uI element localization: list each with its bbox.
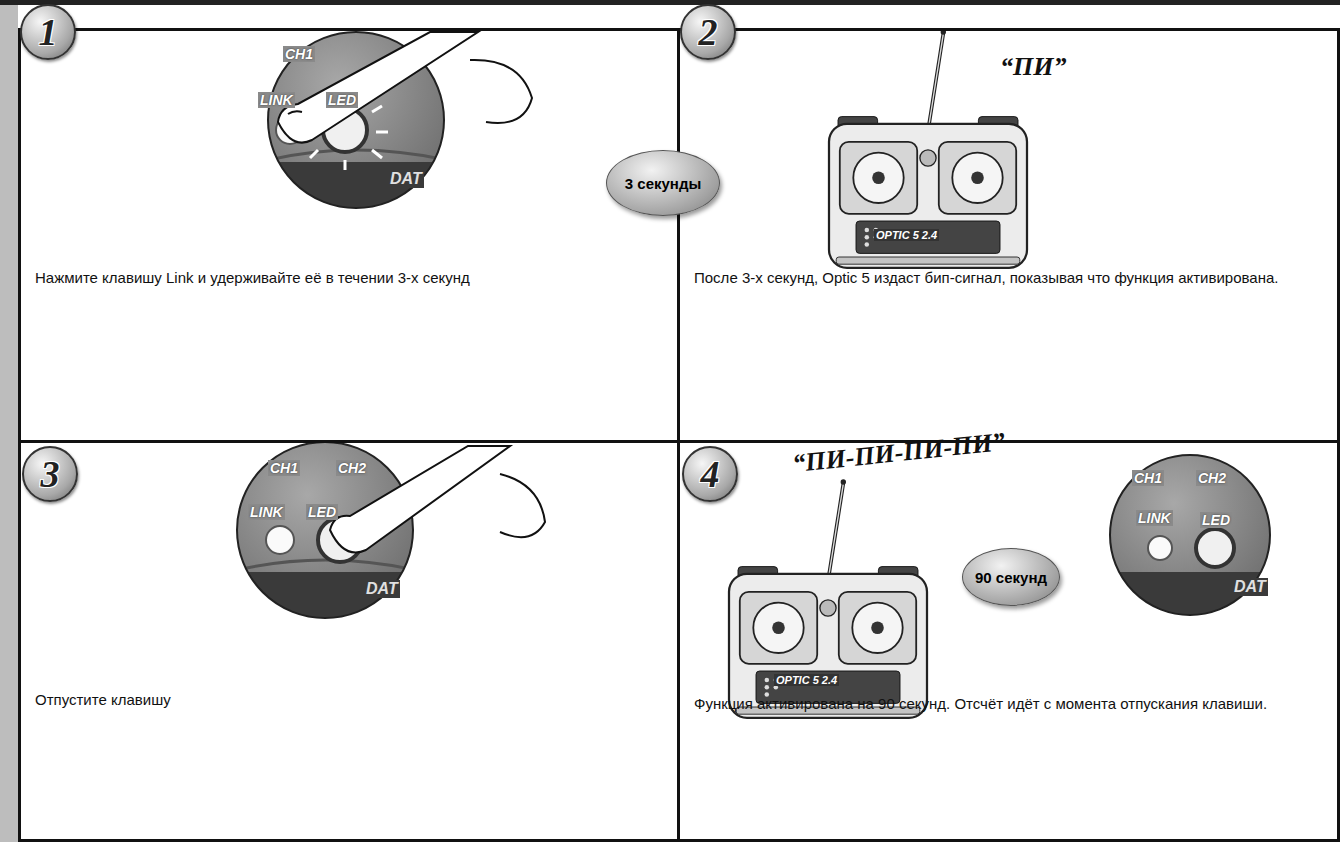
time-label: 3 секунды xyxy=(625,175,701,192)
panel-marking: LED xyxy=(326,92,358,108)
step-number: 1 xyxy=(20,4,76,60)
model-name: OPTIC 5 2.4 xyxy=(874,229,939,241)
panel-marking: LINK xyxy=(258,92,295,108)
step-panel: Отпустите клавишу 3 xyxy=(18,440,680,842)
finger xyxy=(330,446,545,553)
callout-number: 3 xyxy=(41,464,60,485)
panel-marking: LINK xyxy=(248,504,285,520)
step-panel: После 3-х секунд, Optic 5 издаст бип-сиг… xyxy=(677,28,1340,443)
panel-marking: LED xyxy=(306,504,338,520)
step-number: 4 xyxy=(682,446,738,502)
finger xyxy=(278,32,532,143)
callout-number: 4 xyxy=(701,464,720,485)
step-number: 2 xyxy=(680,4,736,60)
side-band xyxy=(0,0,18,842)
time-oval: 90 секунд xyxy=(962,548,1060,606)
step-caption: После 3-х секунд, Optic 5 издаст бип-сиг… xyxy=(694,267,1324,288)
beep-sound: “ПИ-ПИ-ПИ-ПИ” xyxy=(791,427,1007,479)
panel-marking: CH1 xyxy=(268,460,300,476)
button-zoom xyxy=(1100,455,1280,622)
time-oval: 3 секунды xyxy=(606,150,720,216)
step-panel: Нажмите клавишу Link и удерживайте её в … xyxy=(18,28,680,443)
panel-marking: DAT xyxy=(364,580,400,598)
time-label: 90 секунд xyxy=(975,567,1047,588)
top-bar xyxy=(0,0,1340,5)
panel-marking: CH1 xyxy=(283,46,315,62)
beep-sound: “ПИ” xyxy=(1000,52,1066,82)
step-caption: Отпустите клавишу xyxy=(35,689,655,710)
panel-marking: DAT xyxy=(1232,578,1268,596)
step-caption: Нажмите клавишу Link и удерживайте её в … xyxy=(35,267,655,288)
panel-marking: LINK xyxy=(1136,510,1173,526)
transmitter xyxy=(829,29,1027,268)
callout-number: 2 xyxy=(699,22,718,43)
step-number: 3 xyxy=(22,446,78,502)
panel-marking: LED xyxy=(1200,512,1232,528)
button-zoom xyxy=(230,442,430,632)
callout-number: 1 xyxy=(39,22,58,43)
panel-marking: DAT xyxy=(388,170,424,188)
model-name: OPTIC 5 2.4 xyxy=(774,674,839,686)
panel-marking: CH2 xyxy=(336,460,368,476)
panel-marking: CH1 xyxy=(1132,470,1164,486)
step-caption: Функция активирована на 90 секунд. Отсчё… xyxy=(694,693,1324,714)
step-panel: Функция активирована на 90 секунд. Отсчё… xyxy=(677,440,1340,842)
transmitter xyxy=(729,479,927,718)
panel-marking: CH2 xyxy=(1196,470,1228,486)
